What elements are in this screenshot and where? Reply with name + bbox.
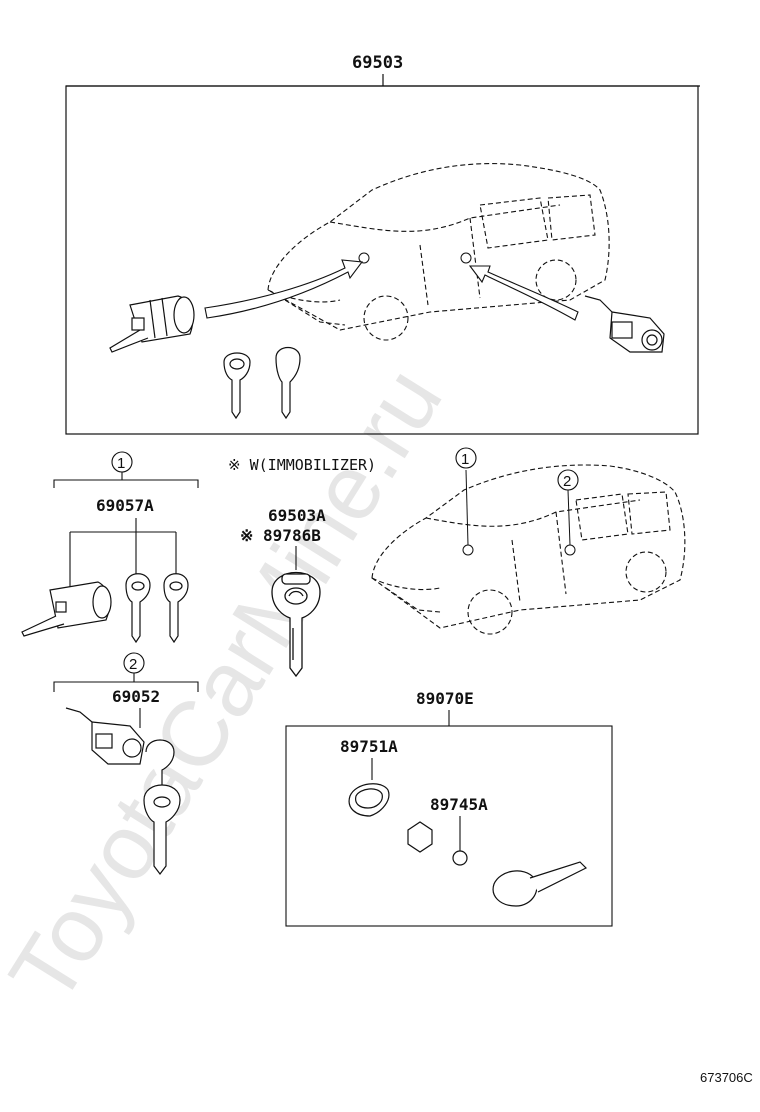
image-code: 673706C: [700, 1070, 753, 1085]
kit-part-label: 89070E: [416, 689, 474, 708]
door-lock-illustration: [584, 295, 665, 353]
car-ref-2-number: 2: [563, 473, 571, 490]
keys-top-illustration: [223, 346, 301, 420]
car-ref-1-number: 1: [461, 451, 469, 468]
group1: 1 69057A: [53, 451, 199, 588]
group2-ref-number: 2: [129, 656, 137, 673]
key-part-b-label: ※ 89786B: [240, 526, 321, 545]
main-assembly-frame: [65, 85, 699, 435]
group2: 2 69052: [53, 652, 199, 728]
group1-part-label: 69057A: [96, 496, 154, 515]
car-bottom-markers: [462, 469, 576, 556]
car-top-illustration: [267, 163, 610, 341]
kit-item-a-label: 89751A: [340, 737, 398, 756]
immobilizer-note: ※ W(IMMOBILIZER): [228, 456, 376, 474]
arrow-to-door: [468, 265, 579, 321]
car-ref-2: 2: [557, 469, 579, 491]
kit-items-illustration: [348, 783, 588, 907]
arrow-to-front: [204, 259, 364, 319]
kit-frame: [285, 725, 613, 927]
car-top-markers: [358, 252, 472, 264]
group2-lock-illustration: [65, 707, 145, 765]
car-bottom-illustration: [371, 464, 686, 635]
main-assembly-label: 69503: [352, 53, 403, 73]
group2-part-label: 69052: [112, 687, 160, 706]
key-illustration: [271, 571, 321, 678]
kit: 89070E 89751A 89745A: [285, 689, 613, 927]
car-ref-1: 1: [455, 447, 477, 469]
group1-cylinder-illustration: [21, 581, 112, 637]
watermark-text: ToyotaCarMine.ru: [0, 351, 462, 1021]
key-part-labels: 69503A ※ 89786B: [240, 506, 326, 545]
key-part-a-label: 69503A: [268, 506, 326, 525]
group1-ref-number: 1: [117, 455, 125, 472]
ignition-cylinder-illustration: [109, 295, 195, 353]
main-assembly: 69503: [65, 53, 700, 435]
group1-keys-illustration: [125, 573, 189, 644]
group2-keys-illustration: [143, 739, 181, 875]
kit-item-b-label: 89745A: [430, 795, 488, 814]
